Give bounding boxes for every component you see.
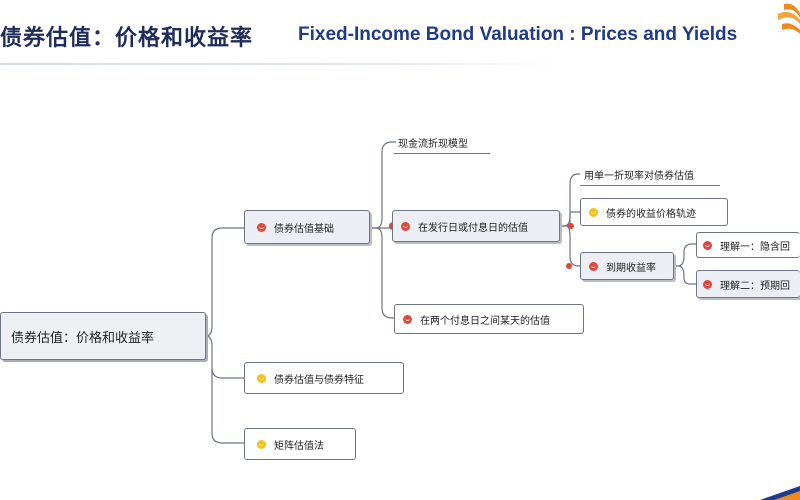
node-label: 用单一折现率对债券估值 (584, 171, 694, 182)
node-ytm-understanding-one[interactable]: 理解一：隐含回 (696, 232, 800, 258)
red-face-icon (589, 261, 598, 271)
node-label: 理解二：预期回 (720, 280, 790, 292)
root-label: 债券估值：价格和收益率 (11, 330, 155, 346)
node-label: 债券的收益价格轨迹 (606, 208, 696, 220)
node-bond-valuation-basics[interactable]: 债券估值基础 (244, 210, 370, 244)
yellow-face-icon (589, 207, 598, 217)
node-label: 到期收益率 (606, 262, 656, 274)
page-title: 债券估值：价格和收益率 (0, 26, 254, 51)
node-yield-to-maturity[interactable]: 到期收益率 (580, 252, 674, 280)
node-dcf-model[interactable]: 现金流折现模型 (394, 132, 490, 154)
yellow-face-icon (257, 439, 266, 449)
node-label: 在发行日或付息日的估值 (418, 222, 528, 234)
node-label: 在两个付息日之间某天的估值 (420, 315, 550, 327)
node-label: 债券估值与债券特征 (274, 374, 364, 386)
red-face-icon (403, 314, 412, 324)
node-label: 理解一：隐含回 (720, 241, 790, 253)
node-label: 现金流折现模型 (398, 139, 468, 150)
node-label: 矩阵估值法 (274, 440, 324, 452)
page-title-english: Fixed-Income Bond Valuation : Prices and… (298, 24, 738, 45)
node-ytm-understanding-two[interactable]: 理解二：预期回 (696, 270, 800, 298)
logo-icon (778, 3, 800, 34)
node-label: 债券估值基础 (274, 223, 334, 235)
node-single-discount-rate[interactable]: 用单一折现率对债券估值 (580, 164, 720, 186)
node-valuation-and-features[interactable]: 债券估值与债券特征 (244, 362, 404, 394)
yellow-face-icon (257, 373, 266, 383)
red-face-icon (401, 221, 410, 231)
red-face-icon (703, 279, 712, 289)
node-matrix-valuation[interactable]: 矩阵估值法 (244, 428, 356, 460)
node-price-yield-path[interactable]: 债券的收益价格轨迹 (580, 198, 728, 226)
corner-decoration (760, 486, 800, 500)
red-face-icon (257, 222, 266, 232)
title-underline (0, 63, 560, 65)
red-face-icon (703, 240, 712, 250)
node-issue-or-coupon-date-valuation[interactable]: 在发行日或付息日的估值 (392, 210, 560, 242)
root-node[interactable]: 债券估值：价格和收益率 (0, 312, 206, 360)
node-between-coupon-dates-valuation[interactable]: 在两个付息日之间某天的估值 (394, 304, 584, 334)
